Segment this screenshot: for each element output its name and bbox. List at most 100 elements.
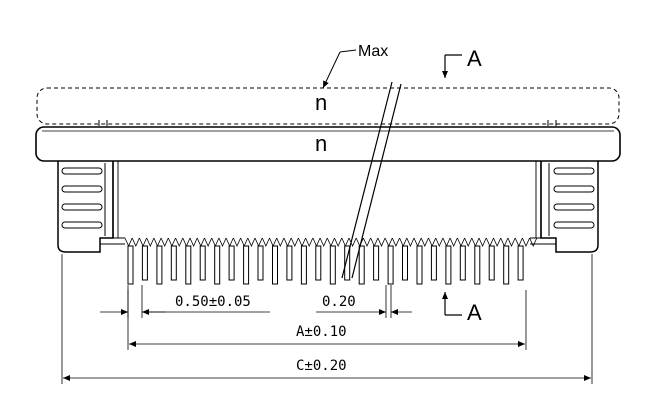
- contact-pin: [416, 245, 423, 285]
- housing-tooth: [485, 237, 494, 247]
- dimension-n-body: n: [315, 131, 327, 156]
- housing-tooth: [312, 237, 321, 247]
- housing-tooth: [348, 237, 357, 247]
- housing-tooth: [225, 237, 234, 247]
- contact-pins: [124, 237, 538, 285]
- contact-pin: [329, 245, 336, 285]
- housing-tooth: [529, 237, 538, 247]
- contact-pin: [503, 245, 510, 285]
- max-label: Max: [358, 43, 388, 60]
- contact-pin: [141, 245, 148, 281]
- housing-tooth: [131, 237, 140, 247]
- contact-pin: [459, 245, 466, 281]
- housing-tooth: [254, 237, 263, 247]
- section-label-top: A: [467, 46, 482, 71]
- contact-pin: [344, 245, 351, 281]
- housing-tooth: [406, 237, 415, 247]
- pin-width-label: 0.20: [322, 294, 356, 310]
- contact-pin: [156, 245, 163, 285]
- dimension-n-top: n: [315, 90, 327, 115]
- housing-tooth: [124, 237, 133, 247]
- housing-tooth: [514, 237, 523, 247]
- housing-tooth: [153, 237, 162, 247]
- housing-tooth: [283, 237, 292, 247]
- section-label-bottom: A: [467, 300, 482, 325]
- housing-tooth: [240, 237, 249, 247]
- housing-tooth: [493, 237, 502, 247]
- housing-tooth: [500, 237, 509, 247]
- section-marker-top: [442, 54, 462, 78]
- housing-tooth: [298, 237, 306, 247]
- contact-pin: [300, 245, 307, 285]
- contact-pin: [170, 245, 177, 281]
- housing-tooth: [276, 237, 285, 247]
- housing-tooth: [399, 237, 408, 247]
- dimension-a: [127, 290, 527, 350]
- housing-tooth: [363, 237, 371, 247]
- housing-tooth: [247, 237, 256, 247]
- contact-pin: [358, 245, 365, 285]
- housing-tooth: [196, 237, 205, 247]
- housing-tooth: [341, 237, 350, 247]
- housing-tooth: [305, 237, 314, 247]
- housing-tooth: [442, 237, 451, 247]
- housing-tooth: [334, 237, 343, 247]
- cover-outline-dashed: [36, 87, 620, 126]
- contact-pin: [228, 245, 235, 281]
- contact-pin: [199, 245, 206, 281]
- housing-tooth: [233, 237, 241, 247]
- housing-tooth: [391, 237, 400, 247]
- housing-tooth: [319, 237, 328, 247]
- housing-tooth: [160, 237, 169, 247]
- contact-pin: [286, 245, 293, 281]
- housing-tooth: [457, 237, 465, 247]
- contact-pin: [185, 245, 192, 285]
- pitch-dimension-label: 0.50±0.05: [175, 294, 251, 310]
- contact-pin: [127, 245, 134, 285]
- dimension-c: [61, 254, 593, 384]
- contact-pin: [387, 245, 394, 285]
- housing-tooth: [449, 237, 458, 247]
- left-latch: [57, 161, 125, 253]
- contact-pin: [272, 245, 278, 285]
- dimension-c-label: C±0.20: [296, 358, 347, 374]
- contact-pin: [373, 245, 380, 281]
- housing-tooth: [189, 237, 198, 247]
- housing-tooth: [428, 237, 437, 247]
- housing-tooth: [377, 237, 386, 247]
- housing-tooth: [370, 237, 379, 247]
- contact-pin: [517, 245, 524, 281]
- dimension-a-label: A±0.10: [296, 324, 347, 340]
- contact-pin: [402, 245, 408, 281]
- housing-tooth: [218, 237, 227, 247]
- contact-pin: [430, 245, 437, 281]
- housing-tooth: [139, 237, 147, 247]
- connector-body: [35, 126, 621, 238]
- section-marker-bottom: [442, 292, 462, 316]
- housing-tooth: [420, 237, 429, 247]
- housing-tooth: [507, 237, 516, 247]
- contact-pin: [445, 245, 452, 285]
- max-leader: [322, 49, 402, 279]
- housing-tooth: [478, 237, 487, 247]
- housing-tooth: [522, 237, 530, 247]
- housing-tooth: [471, 237, 480, 247]
- contact-pin: [243, 245, 250, 285]
- contact-pin: [315, 245, 322, 281]
- housing-tooth: [146, 237, 155, 247]
- housing-tooth: [261, 237, 270, 247]
- housing-tooth: [182, 237, 191, 247]
- housing-tooth: [211, 237, 220, 247]
- contact-pin: [214, 245, 221, 285]
- housing-tooth: [384, 237, 393, 247]
- housing-tooth: [290, 237, 299, 247]
- housing-tooth: [326, 237, 335, 247]
- housing-tooth: [175, 237, 184, 247]
- housing-tooth: [413, 237, 422, 247]
- housing-tooth: [464, 237, 473, 247]
- housing-tooth: [435, 237, 444, 247]
- contact-pin: [474, 245, 481, 285]
- housing-tooth: [269, 237, 278, 247]
- right-latch: [530, 161, 599, 253]
